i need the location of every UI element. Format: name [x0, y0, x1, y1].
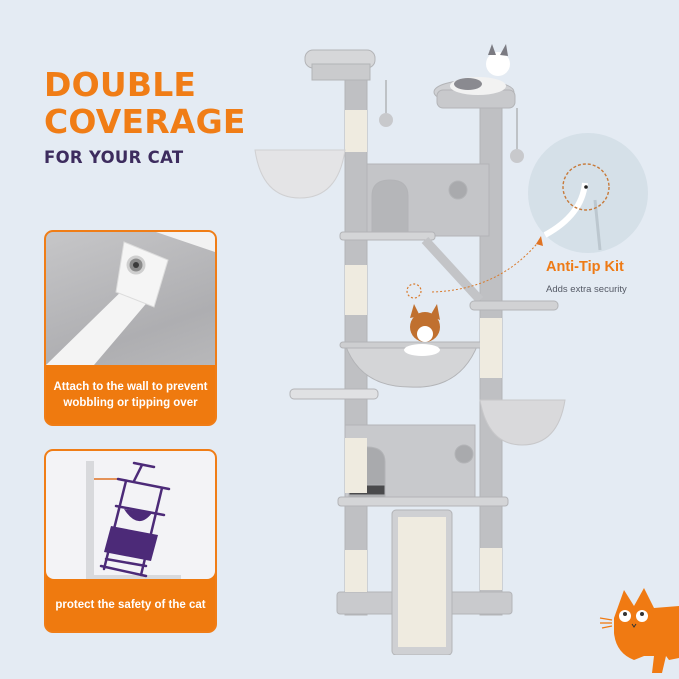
wall-attach-caption: Attach to the wall to prevent wobbling o… [46, 365, 215, 424]
cat-on-top [450, 44, 510, 95]
caption-line-1: Attach to the wall to prevent [53, 380, 208, 393]
cat-in-hammock [404, 304, 440, 356]
headline: DOUBLE COVERAGE [44, 66, 246, 140]
feature-panel-wall-attach: Attach to the wall to prevent wobbling o… [44, 230, 217, 426]
subheadline: FOR YOUR CAT [44, 148, 184, 167]
cat-tree-product-image [254, 44, 566, 655]
wall-strap-illustration [46, 232, 215, 365]
orange-cat-mascot-icon [599, 588, 679, 673]
tipping-tree-diagram-icon [86, 461, 181, 579]
anti-tip-kit-title: Anti-Tip Kit [546, 259, 624, 275]
anti-tip-kit-subtitle: Adds extra security [546, 284, 627, 295]
safety-caption: protect the safety of the cat [55, 599, 206, 611]
anti-tip-zoom-circle [528, 133, 648, 253]
caption-line-2: wobbling or tipping over [63, 396, 198, 409]
headline-line-2: COVERAGE [44, 102, 246, 141]
wall-strap-photo [46, 232, 215, 365]
anti-tip-diagram [46, 451, 215, 579]
headline-line-1: DOUBLE [44, 65, 197, 104]
feature-panel-safety: protect the safety of the cat [44, 449, 217, 633]
